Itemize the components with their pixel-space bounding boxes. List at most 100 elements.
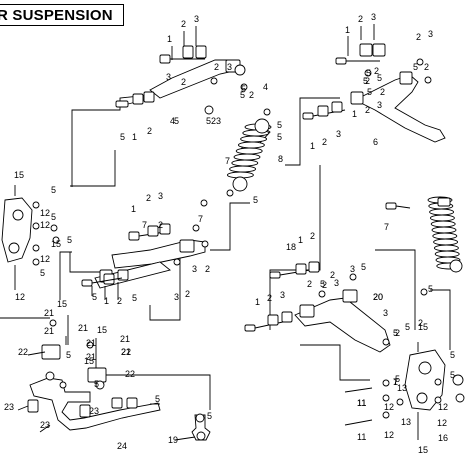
nut [201,240,209,248]
shock-spring-coil [240,135,268,143]
leader-line [39,424,51,433]
bushing [159,223,171,235]
upper-control-arm [149,59,239,99]
callout-2: 2 [267,293,272,303]
diagram-title: R SUSPENSION [0,7,113,24]
callout-5: 5 [40,268,45,278]
dashed-guide [59,251,72,300]
callout-3: 3 [383,308,388,318]
shock-upper-eye [254,118,270,134]
callout-5: 5 [366,68,371,78]
callout-2: 2 [158,220,163,230]
callout-2: 2 [416,32,421,42]
bushing [103,273,115,285]
bushing [281,311,293,323]
callout-1: 1 [255,297,260,307]
callout-12: 12 [384,402,394,412]
nut [32,201,40,209]
stabilizer-bracket [41,344,61,360]
bushing [308,261,320,273]
stabilizer-link [191,414,211,441]
shock-spring-coil [231,159,259,167]
knuckle-boss [8,242,20,254]
shock-spring-coil [434,250,460,258]
callout-8: 8 [278,154,283,164]
bushing-end [234,64,246,76]
callout-5: 5 [253,195,258,205]
callout-12: 12 [15,292,25,302]
washer [434,378,442,386]
callout-2: 2 [374,66,379,76]
bolt-head [244,324,256,332]
washer [396,398,404,406]
callout-4: 4 [170,116,175,126]
callout-13: 13 [397,383,407,393]
bolt-head [81,279,93,287]
callout-3: 3 [336,129,341,139]
callout-5: 5 [241,84,246,94]
callout-20: 20 [373,292,383,302]
callout-1: 1 [132,132,137,142]
callout-2: 2 [322,280,327,290]
callout-3: 3 [194,14,199,24]
washer [49,319,57,327]
callout-12: 12 [40,254,50,264]
callout-2: 2 [310,231,315,241]
bolt-head [269,271,281,279]
callout-21: 21 [44,308,54,318]
callout-3: 3 [371,12,376,22]
bushing [331,101,343,113]
nut [210,77,218,85]
callout-5: 5 [377,73,382,83]
bolt-head [385,202,397,210]
callout-2: 2 [307,279,312,289]
callout-21: 21 [86,352,96,362]
dashed-guide [375,249,416,330]
callout-5: 5 [277,132,282,142]
callout-7: 7 [393,377,398,387]
callout-1: 1 [393,377,398,387]
stabilizer-bushing [111,397,123,409]
washer [240,83,248,91]
stabilizer-bushing [126,397,138,409]
nut [32,244,40,252]
bolt-head [159,54,171,64]
callout-2: 2 [205,264,210,274]
washer [226,189,234,197]
nut [382,338,390,346]
callout-15: 15 [57,299,67,309]
nut [59,381,67,389]
callout-3: 3 [280,290,285,300]
nut [173,258,181,266]
nut [263,108,271,116]
callout-3: 3 [377,100,382,110]
washer [434,396,442,404]
bushing [147,225,159,237]
callout-21: 21 [120,334,130,344]
callout-5: 5 [51,185,56,195]
shock-spring-coil [429,214,455,222]
nut [382,411,390,419]
callout-5: 5 [450,350,455,360]
callout-2: 2 [418,318,423,328]
callout-3: 3 [192,264,197,274]
dashed-guide [69,252,100,273]
knuckle-boss [416,392,428,404]
bushing [182,45,194,59]
callout-5: 5 [320,279,325,289]
callout-2: 2 [424,62,429,72]
callout-5: 5 [67,235,72,245]
leader-line [395,205,411,209]
callout-15: 15 [418,322,428,332]
callout-3: 3 [174,292,179,302]
callout-21: 21 [44,326,54,336]
callout-23: 23 [4,402,14,412]
callout-5: 5 [51,212,56,222]
callout-3: 3 [158,191,163,201]
callout-3: 3 [350,264,355,274]
washer [52,236,60,244]
shock-lower-eye [449,259,463,273]
nut [32,222,40,230]
washer [416,58,424,66]
callout-11: 11 [357,398,366,408]
